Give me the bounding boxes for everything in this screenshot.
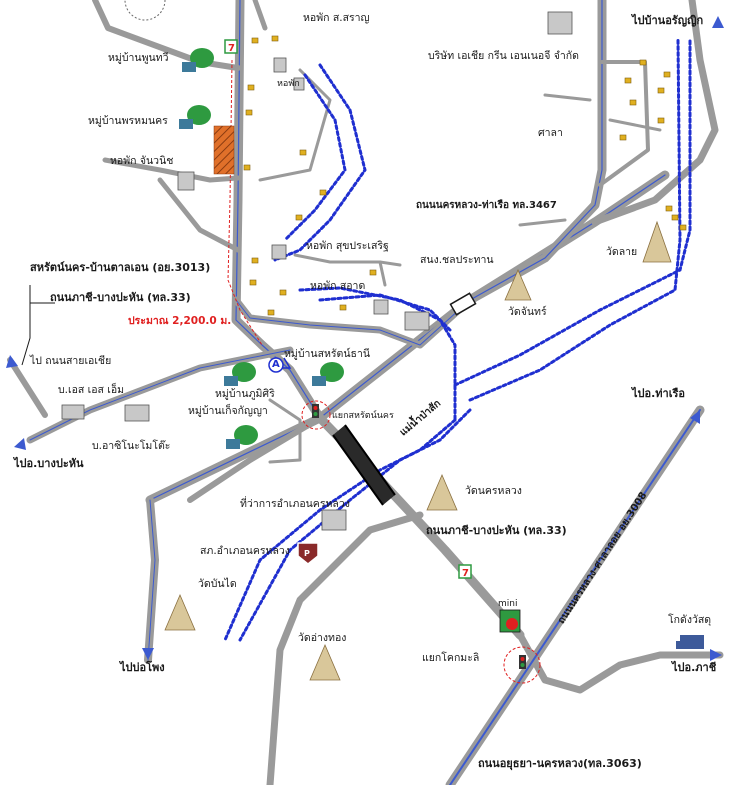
label-office-chonprathan: สนง.ชลประทาน: [420, 254, 494, 266]
arrow-north-aranyik: [712, 16, 724, 28]
junction-circle-khok: [503, 646, 541, 684]
label-dorm-sukprasert: หอพัก สุขประเสริฐ: [306, 240, 389, 252]
label-bes-em: บ.เอส เอส เอ็ม: [58, 384, 125, 396]
arrow-phachi: [710, 649, 722, 661]
label-wat-bankai: วัดบันได: [198, 578, 237, 590]
main-roads: [7, 0, 724, 785]
label-road-33-b: ถนนภาชี-บางปะหัน (ทล.33): [426, 524, 567, 537]
label-road-3467: ถนนนครหลวง-ท่าเรือ ทล.3467: [416, 200, 557, 211]
label-marker-a: A: [272, 359, 280, 370]
marker-a: [268, 357, 292, 373]
label-dorm-sa-at: หอพัก สอาด: [310, 280, 366, 292]
house-icons: [243, 35, 687, 316]
label-dorm-saran: หอพัก ส.สราญ: [303, 12, 370, 24]
building-icons: [61, 11, 573, 531]
label-to-sai-asia: ไป ถนนสายเอเชีย: [30, 355, 112, 367]
label-to-phopphraya: ไปบ่อโพง: [120, 661, 165, 674]
label-village-kaekanya: หมู่บ้านเก็จกัญญา: [188, 405, 268, 417]
label-wat-yangthong: วัดอ่างทอง: [298, 632, 347, 644]
temple-icons: [164, 220, 672, 681]
label-sala: ศาลา: [538, 127, 563, 139]
svg-text:7: 7: [228, 43, 235, 54]
label-distance: ประมาณ 2,200.0 ม.: [128, 315, 232, 327]
arrow-tharuea: [690, 410, 700, 424]
arrow-bangpahan: [14, 438, 26, 450]
junction-circle-saharat: [301, 400, 331, 430]
arrow-phopphraya: [142, 648, 154, 660]
road-3008: [445, 405, 705, 785]
label-dorm-chanwanit: หอพัก จันวนิช: [110, 155, 174, 167]
label-road-33-a: ถนนภาชี-บางปะหัน (ทล.33): [50, 291, 191, 304]
label-village-saharat: หมู่บ้านสหรัตน์ธานี: [284, 348, 371, 360]
svg-text:7: 7: [462, 568, 469, 579]
label-village-phromnakhon: หมู่บ้านพรหมนคร: [88, 115, 168, 127]
label-police-sign: P: [304, 549, 310, 558]
label-district-office: ที่ว่าการอำเภอนครหลวง: [240, 498, 350, 510]
exit-arrows: [6, 16, 724, 661]
arrow-asia: [6, 355, 18, 368]
label-police: สภ.อำเภอนครหลวง: [200, 545, 290, 557]
label-village-phumsiri: หมู่บ้านภูมิศิริ: [215, 388, 275, 400]
distance-line: [227, 59, 263, 346]
label-wat-nakhonluang: วัดนครหลวง: [465, 485, 522, 497]
label-to-phachi: ไปอ.ภาชี: [672, 661, 717, 674]
seven-eleven-icons: 7 7: [224, 39, 472, 579]
label-wat-chan: วัดจันทร์: [508, 306, 547, 318]
label-dorm-2: หอพัก: [277, 79, 300, 89]
label-godang: โกดังวัสดุ: [668, 614, 712, 626]
label-junction-khok: แยกโคกมะลิ: [422, 652, 480, 664]
label-to-bangpahan: ไปอ.บางปะหัน: [14, 457, 84, 470]
label-to-aranyik: ไปบ้านอรัญญิก: [632, 14, 704, 27]
label-junction-saharat: แยกสหรัตน์นคร: [332, 411, 394, 421]
label-wat-lai: วัดลาย: [606, 246, 638, 258]
rivers: [223, 38, 692, 642]
bridge: [332, 292, 477, 506]
label-to-tharuea: ไปอ.ท่าเรือ: [632, 387, 686, 400]
label-company: บริษัท เอเชีย กรีน เอนเนอจี จำกัด: [428, 50, 579, 62]
hatched-area: [213, 125, 235, 175]
label-mini: mini: [498, 599, 518, 609]
label-road-3013: สหรัตน์นคร-บ้านตาลเอน (อย.3013): [30, 261, 211, 274]
tree-icons: [179, 48, 344, 449]
label-road-3063: ถนนอยุธยา-นครหลวง(ทล.3063): [478, 757, 642, 770]
label-asahi: บ.อาซิโนะโมโต๊ะ: [92, 440, 171, 452]
label-village-phunthawi: หมู่บ้านพูนทวี: [108, 52, 169, 64]
